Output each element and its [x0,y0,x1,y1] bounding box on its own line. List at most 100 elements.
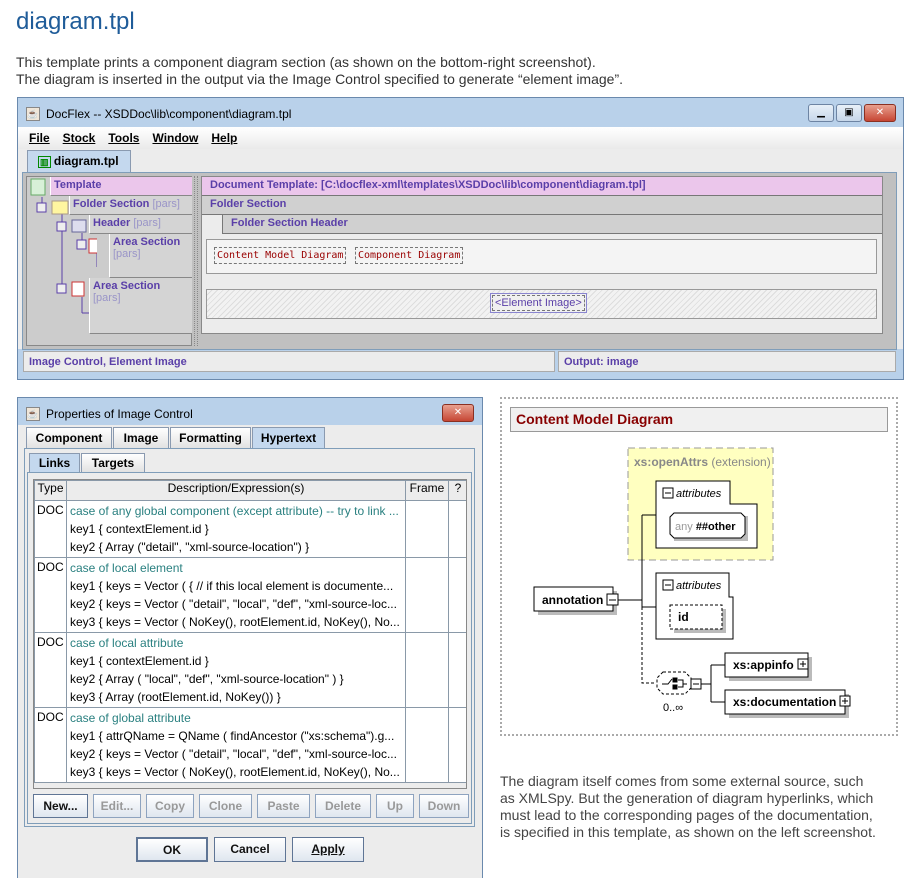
tab-image[interactable]: Image [113,427,169,449]
apply-button[interactable]: Apply [292,837,364,862]
tab-hypertext[interactable]: Hypertext [252,427,325,449]
documentation-element[interactable] [724,689,846,715]
cell-key: key2 { keys = Vector ( "detail", "local"… [70,597,397,611]
cell-description: case of local attribute [70,636,184,650]
java-app-icon: ☕ [26,107,40,121]
cell-description: case of any global component (except att… [70,504,399,518]
sequence-compositor[interactable] [656,671,692,695]
component-diagram-control[interactable]: Component Diagram [355,247,464,264]
cell-frame [405,500,449,558]
tree-template[interactable]: Template [50,177,192,196]
intro-line-1: This template prints a component diagram… [16,54,596,70]
extension-kind: (extension) [711,455,770,469]
copy-button[interactable]: Copy [146,794,194,818]
annotation-element[interactable] [533,586,614,612]
cancel-button[interactable]: Cancel [214,837,286,862]
cell-type: DOC [34,632,67,708]
extension-name: xs:openAttrs [634,455,708,469]
clone-button[interactable]: Clone [199,794,252,818]
menu-window[interactable]: Window [152,131,199,145]
up-button[interactable]: Up [376,794,414,818]
caption: The diagram itself comes from some exter… [500,773,876,840]
cell-key: key1 { attrQName = QName ( findAncestor … [70,729,395,743]
svg-text:xs:openAttrs (extension): xs:openAttrs (extension) [634,455,771,469]
properties-dialog: ☕ Properties of Image Control ✕ Componen… [17,397,483,878]
paste-button[interactable]: Paste [257,794,310,818]
diagram-header: Content Model Diagram [510,407,888,432]
java-app-icon: ☕ [26,407,40,421]
main-window: ☕ DocFlex -- XSDDoc\lib\component\diagra… [17,97,904,380]
cell-key: key1 { contextElement.id } [70,654,209,668]
svg-text:annotation: annotation [542,593,603,607]
intro-line-2: The diagram is inserted in the output vi… [16,71,623,87]
any-attribute[interactable] [669,512,746,539]
maximize-button[interactable]: ▣ [836,104,862,122]
close-button[interactable]: ✕ [864,104,896,122]
col-description[interactable]: Description/Expression(s) [66,480,406,501]
element-image-control[interactable]: <Element Image> [490,293,587,313]
menu-help[interactable]: Help [211,131,238,145]
sequence-icon [662,677,687,690]
title-bar: ☕ DocFlex -- XSDDoc\lib\component\diagra… [18,104,291,124]
dialog-close-button[interactable]: ✕ [442,404,474,422]
cell-key: key2 { keys = Vector ( "detail", "local"… [70,747,397,761]
menu-tools[interactable]: Tools [108,131,140,145]
dialog-title-bar: ☕ Properties of Image Control [18,404,193,424]
tab-formatting[interactable]: Formatting [170,427,251,449]
tree-area-section-1[interactable]: Area Section[pars] [109,234,192,278]
svg-text:id: id [678,610,689,624]
tree-lines [30,178,97,314]
cell-key: key1 { keys = Vector ( { // if this loca… [70,579,394,593]
menu-bar: File Stock Tools Window Help [18,127,903,149]
tab-label: diagram.tpl [53,154,119,168]
document-template-header[interactable]: Document Template: [C:\docflex-xml\templ… [202,177,882,196]
tree-header[interactable]: Header [pars] [89,215,192,234]
tab-diagram-tpl[interactable]: ▥ diagram.tpl [27,150,131,172]
occurs-label: 0..∞ [663,702,683,714]
svg-text:xs:appinfo: xs:appinfo [733,658,794,672]
content-model-diagram-control[interactable]: Content Model Diagram [214,247,347,264]
splitter[interactable] [194,176,198,346]
links-table: Type Description/Expression(s) Frame ? D… [33,479,467,789]
down-button[interactable]: Down [419,794,469,818]
cell-key: key2 { Array ( "local", "def", "xml-sour… [70,672,344,686]
cell-key: key1 { contextElement.id } [70,522,209,536]
template-icon: ▥ [38,156,51,168]
svg-text:any ##other: any ##other [675,521,736,533]
tab-component[interactable]: Component [26,427,112,449]
folder-section-header[interactable]: Folder Section [202,196,882,215]
tree-area-section-2[interactable]: Area Section[pars] [89,278,192,334]
col-frame[interactable]: Frame [405,480,449,501]
menu-stock[interactable]: Stock [62,131,96,145]
subtab-links[interactable]: Links [29,453,80,473]
cell-key: key2 { Array ("detail", "xml-source-loca… [70,540,310,554]
header-area: Content Model Diagram Component Diagram [206,239,877,274]
cell-key: key3 { keys = Vector ( NoKey(), rootElem… [70,615,400,629]
diagram-panel [500,397,898,736]
area-section-band: <Element Image> [206,289,877,319]
cell-frame [405,707,449,783]
cell-frame [405,632,449,708]
cell-description: case of global attribute [70,711,191,725]
tree-folder-section[interactable]: Folder Section [pars] [69,196,192,215]
cell-description: case of local element [70,561,183,575]
status-right: Output: image [558,351,896,372]
dialog-title: Properties of Image Control [46,407,193,421]
id-attribute[interactable] [669,604,723,630]
minimize-button[interactable]: ▁ [808,104,834,122]
cell-key: key3 { keys = Vector ( NoKey(), rootElem… [70,765,400,779]
col-type[interactable]: Type [34,480,67,501]
cell-type: DOC [34,500,67,558]
folder-section-header-band[interactable]: Folder Section Header [222,215,882,234]
delete-button[interactable]: Delete [315,794,371,818]
new-button[interactable]: New... [33,794,88,818]
cell-help [448,707,466,783]
ok-button[interactable]: OK [136,837,208,862]
edit-button[interactable]: Edit... [93,794,141,818]
window-title: DocFlex -- XSDDoc\lib\component\diagram.… [46,107,292,121]
subtab-targets[interactable]: Targets [81,453,145,473]
menu-file[interactable]: File [29,131,50,145]
